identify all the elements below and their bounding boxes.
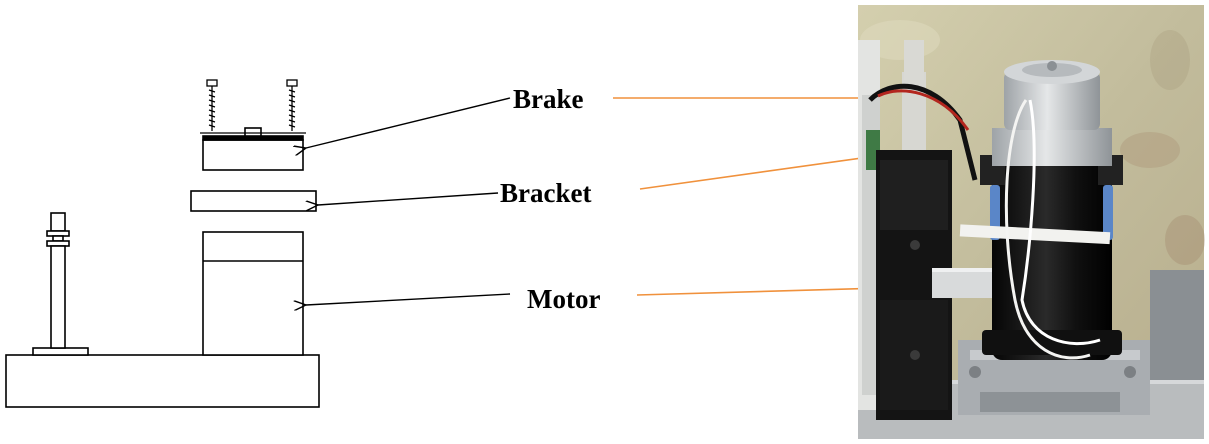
motor-photo bbox=[858, 5, 1205, 439]
motor-drawing bbox=[202, 231, 304, 356]
line-drawing bbox=[5, 79, 320, 408]
shaft-assembly bbox=[32, 212, 89, 356]
screws-drawing bbox=[206, 79, 298, 131]
brake-arrow bbox=[306, 97, 511, 148]
drawing-arrows bbox=[306, 97, 511, 305]
motor-arrow bbox=[306, 293, 511, 305]
base-plate bbox=[5, 354, 320, 408]
label-brake: Brake bbox=[513, 84, 584, 114]
brake-drawing bbox=[200, 127, 306, 171]
label-motor: Motor bbox=[527, 284, 601, 314]
label-bracket: Bracket bbox=[500, 178, 592, 208]
bracket-drawing bbox=[190, 190, 317, 212]
bracket-arrow bbox=[318, 192, 499, 205]
